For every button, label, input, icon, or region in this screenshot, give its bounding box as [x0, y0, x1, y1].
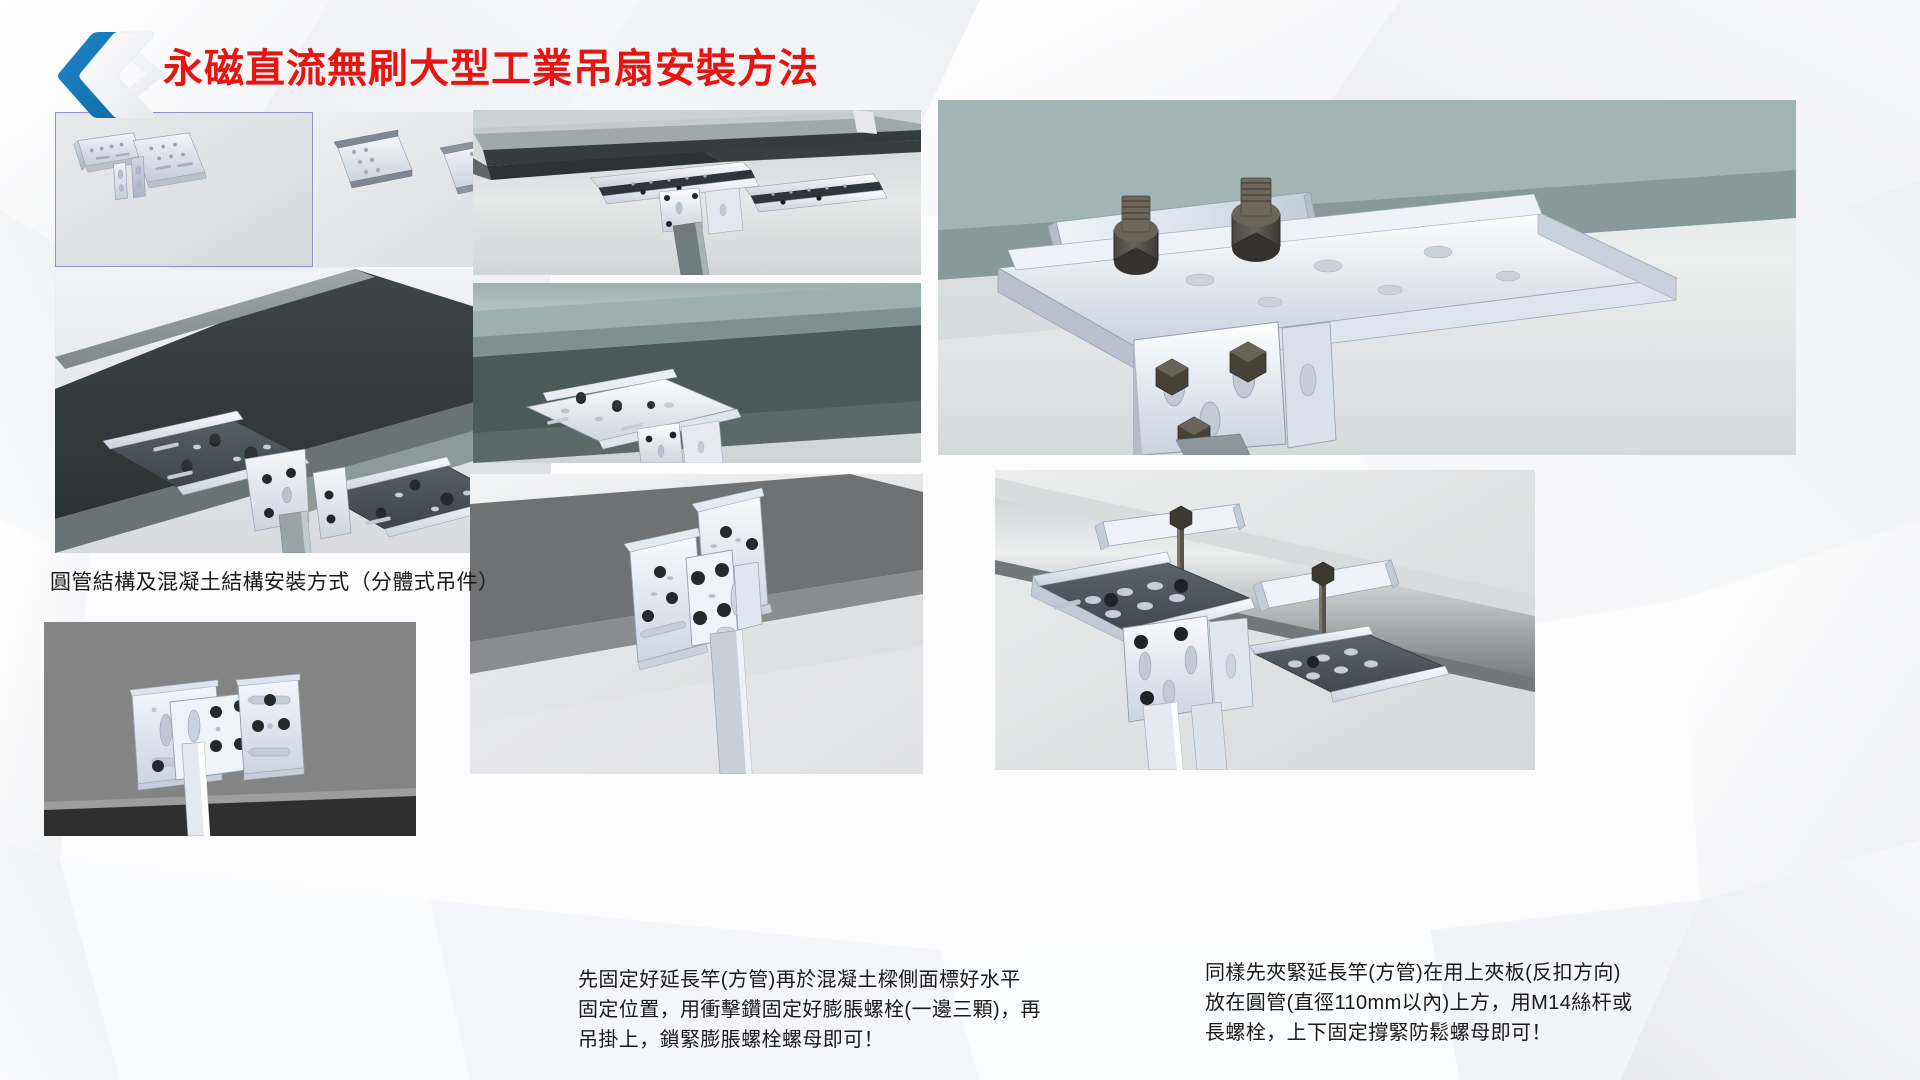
beam-clamp-closeup-view [938, 100, 1796, 455]
cad-render [44, 622, 416, 836]
round-pipe-clamp-mount-view [995, 470, 1535, 770]
cad-render [473, 283, 921, 463]
cad-render [470, 474, 923, 774]
concrete-beam-side-mount-view [470, 474, 923, 774]
cad-render [938, 100, 1796, 455]
page-title: 永磁直流無刷大型工業吊扇安裝方法 [163, 47, 819, 91]
i-beam-underside-assembly-view [473, 110, 921, 275]
i-beam-mounted-pair-view [55, 269, 551, 553]
cad-render [55, 269, 551, 553]
caption-round-pipe: 同樣先夾緊延長竿(方管)在用上夾板(反扣方向) 放在圓管(直徑110mm以內)上… [1205, 962, 1633, 1044]
i-beam-flange-clamp-view [473, 283, 921, 463]
caption-concrete-beam: 先固定好延長竿(方管)再於混凝土樑側面標好水平 固定位置，用衝擊鑽固定好膨脹螺栓… [578, 969, 1041, 1051]
bracket-parts-angle-view [55, 112, 313, 267]
cad-render [995, 470, 1535, 770]
blue-chevron-logo [52, 26, 170, 118]
cad-render [473, 110, 921, 275]
caption-structure-types: 圓管結構及混凝土結構安裝方式（分體式吊件） [50, 571, 500, 594]
cad-render [56, 113, 312, 266]
logo-chevron-icon [58, 30, 166, 118]
concrete-wall-mount-view [44, 622, 416, 836]
